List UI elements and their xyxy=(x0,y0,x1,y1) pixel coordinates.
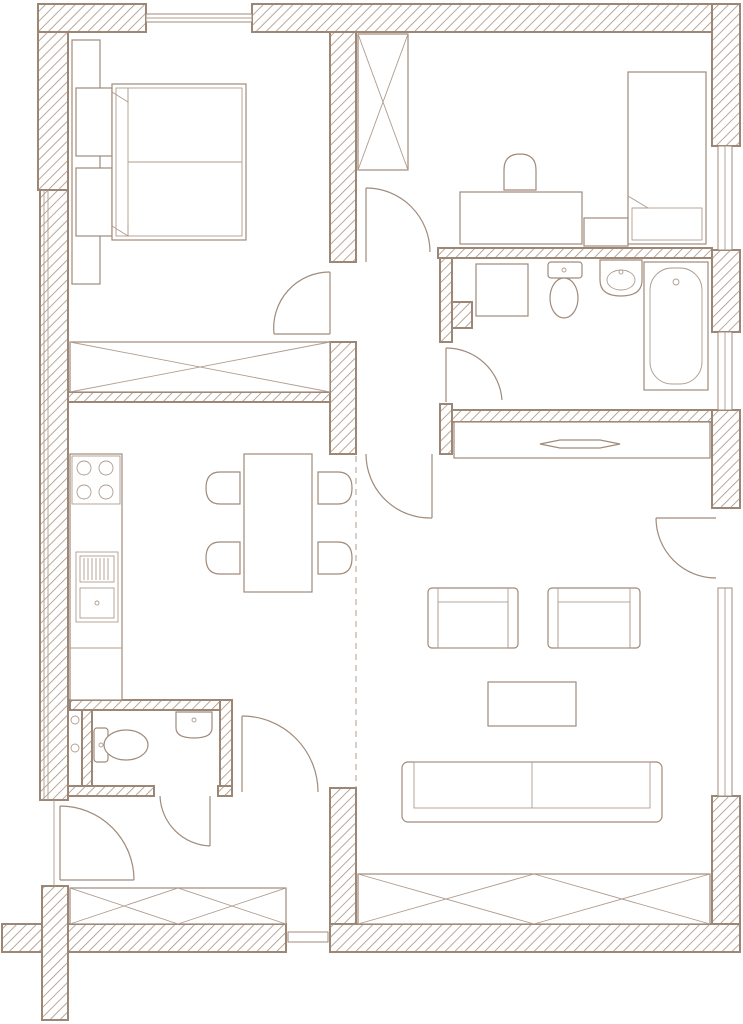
coffee-table xyxy=(487,681,577,727)
chair-left-top xyxy=(205,471,241,505)
bathtub xyxy=(643,261,709,391)
wardrobe-entrance xyxy=(69,887,287,925)
washbasin-wc xyxy=(175,711,213,739)
toilet-wc xyxy=(93,727,149,763)
armchair-right xyxy=(547,587,641,649)
wall-living-left xyxy=(329,787,357,925)
bedroom-main xyxy=(69,39,331,393)
entrance xyxy=(53,800,287,925)
dining-table xyxy=(243,453,313,593)
window-bottom xyxy=(287,931,329,943)
door-living xyxy=(365,453,433,519)
wardrobe-living xyxy=(357,873,711,925)
nightstand-second xyxy=(583,217,629,247)
wall-closet-bottom xyxy=(67,391,331,403)
tv-unit xyxy=(453,421,711,459)
bath-shaft xyxy=(451,301,473,329)
wall-hall-kitchen xyxy=(329,341,357,455)
toilet-room xyxy=(70,711,213,763)
door-toilet xyxy=(159,795,211,847)
wall-top-left xyxy=(37,3,147,33)
chair-right-bottom xyxy=(317,541,353,575)
kitchen xyxy=(69,453,123,701)
wall-wc-bottom-right xyxy=(217,785,233,797)
washing-machine xyxy=(475,263,529,317)
bedroom-second xyxy=(357,33,707,247)
door-second-bedroom xyxy=(365,187,431,253)
wall-bottom-right xyxy=(329,923,741,953)
sofa xyxy=(401,761,663,823)
door-entrance xyxy=(59,805,135,881)
bathroom xyxy=(475,259,709,391)
nightstand-right xyxy=(75,167,113,237)
armchair-left xyxy=(427,587,519,649)
wall-right-upper xyxy=(711,3,741,147)
living-room xyxy=(357,587,711,925)
wall-right-kitchen xyxy=(711,409,741,509)
chair-left-bottom xyxy=(205,541,241,575)
wall-bath-left-lower xyxy=(439,403,453,455)
desk-chair xyxy=(503,153,537,191)
desk xyxy=(459,191,583,245)
wall-wc-bottom xyxy=(67,785,155,797)
cooktop xyxy=(71,455,121,505)
wall-wc-top xyxy=(69,699,231,711)
kitchen-sink xyxy=(75,551,119,623)
wall-top-right xyxy=(251,3,741,33)
wardrobe-bedroom-left xyxy=(71,39,101,285)
wall-wc-right xyxy=(219,699,233,797)
door-living-lower xyxy=(241,715,319,793)
wall-bath-left xyxy=(439,257,453,343)
wall-right-mid xyxy=(711,249,741,333)
door-bedroom xyxy=(273,271,331,335)
wall-bath-bottom xyxy=(439,409,713,423)
dining xyxy=(205,453,357,788)
wall-bath-top xyxy=(437,247,713,259)
door-bathroom xyxy=(445,347,503,401)
windows xyxy=(43,13,733,943)
single-bed xyxy=(627,71,707,245)
pipes xyxy=(70,715,80,753)
wall-bottom-stub xyxy=(41,885,69,1021)
doors xyxy=(59,187,717,881)
chair-right-top xyxy=(317,471,353,505)
wall-bedroom-hall xyxy=(329,31,357,263)
walls xyxy=(1,3,741,1021)
washbasin-bathroom xyxy=(599,259,643,297)
toilet-bathroom xyxy=(547,261,583,319)
door-balcony xyxy=(655,517,717,579)
nightstand-left xyxy=(75,87,113,157)
tv-icon xyxy=(539,439,621,449)
wall-wc-left xyxy=(81,709,93,797)
